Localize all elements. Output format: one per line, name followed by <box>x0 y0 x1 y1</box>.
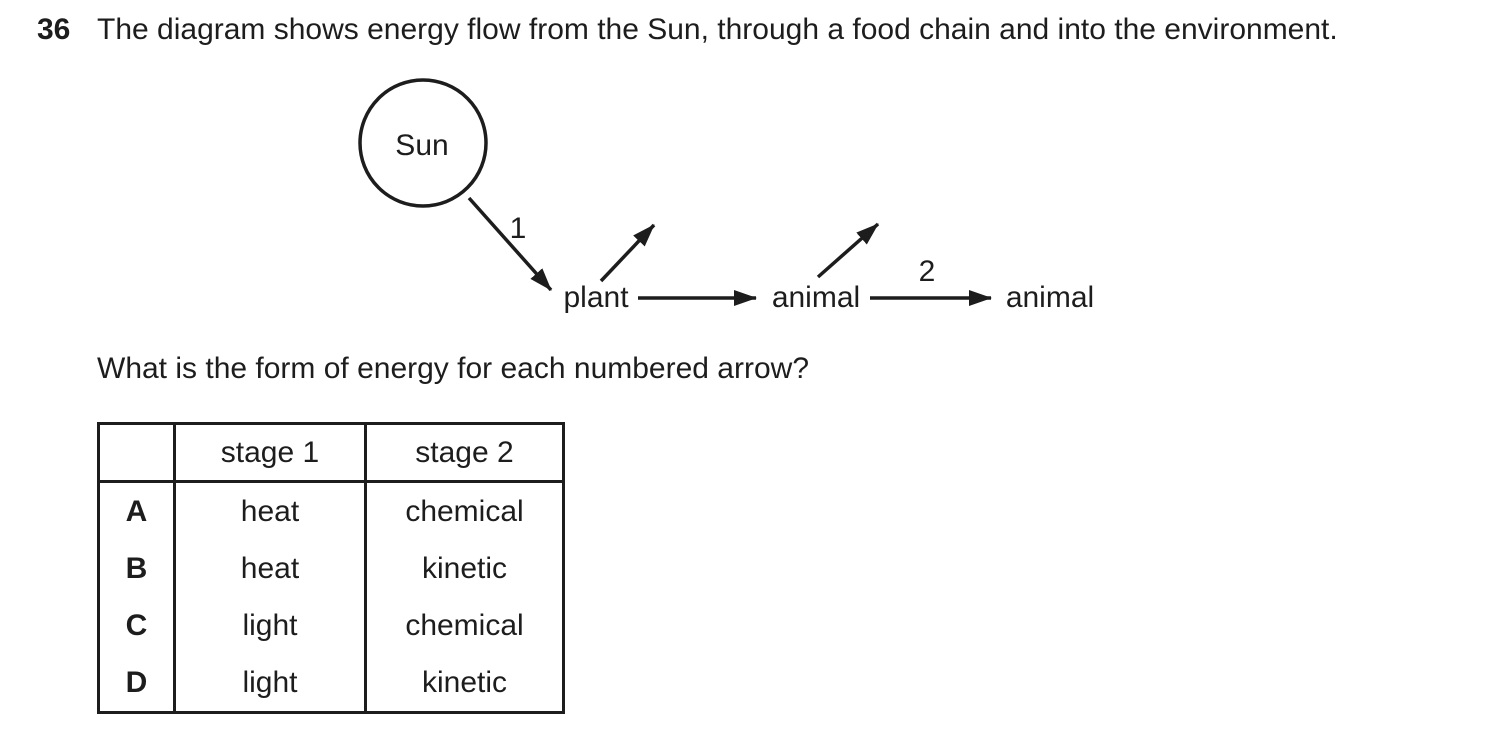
table-row-option-a: A heat chemical <box>99 481 564 540</box>
question-prompt: What is the form of energy for each numb… <box>97 352 810 385</box>
table-row-option-b: B heat kinetic <box>99 540 564 597</box>
sun-circle <box>358 78 488 208</box>
stage1-value: light <box>173 597 366 654</box>
header-stage-2: stage 2 <box>364 423 564 483</box>
table-header-row: stage 1 stage 2 <box>98 423 564 483</box>
arrow-1-label: 1 <box>509 212 527 245</box>
option-letter: D <box>125 665 148 699</box>
option-letter: C <box>125 608 148 642</box>
arrow-2-label: 2 <box>918 255 936 288</box>
question-intro-text: The diagram shows energy flow from the S… <box>97 13 1338 46</box>
question-number: 36 <box>37 13 71 46</box>
stage1-value: heat <box>173 481 366 540</box>
stage1-value: light <box>173 654 366 713</box>
table-row-option-d: D light kinetic <box>99 654 564 713</box>
sun-label: Sun <box>395 129 449 162</box>
node-animal-1-label: animal <box>771 281 861 314</box>
stage2-value: kinetic <box>364 540 564 597</box>
arrow-sun-to-plant <box>467 196 553 292</box>
stage2-value: chemical <box>364 481 564 540</box>
energy-flow-diagram <box>340 60 1120 330</box>
arrow-animal-to-environment <box>816 222 880 279</box>
node-animal-2-label: animal <box>1005 281 1095 314</box>
arrow-plant-to-environment <box>599 223 656 283</box>
option-letter: A <box>125 494 148 528</box>
diagram-arrows <box>358 78 992 306</box>
stage1-value: heat <box>173 540 366 597</box>
node-plant-label: plant <box>563 281 629 314</box>
header-stage-1: stage 1 <box>173 423 366 483</box>
stage2-value: chemical <box>364 597 564 654</box>
table-row-option-c: C light chemical <box>99 597 564 654</box>
answer-table: stage 1 stage 2 A heat chemical B heat k… <box>97 422 565 714</box>
option-letter: B <box>125 551 148 585</box>
header-blank <box>98 423 175 483</box>
stage2-value: kinetic <box>364 654 564 713</box>
